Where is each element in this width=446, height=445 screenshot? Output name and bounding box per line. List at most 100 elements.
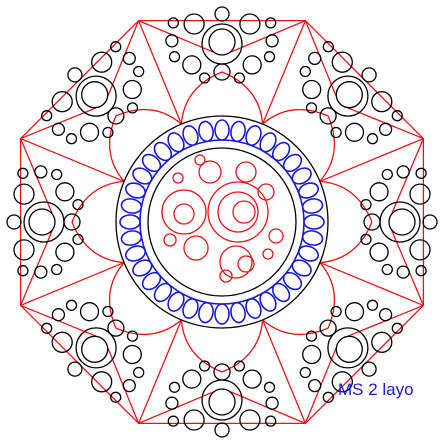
packed-circle [416, 168, 426, 178]
petal-arc [110, 263, 125, 329]
packed-circle [266, 416, 276, 426]
caption-label: MS 2 layo [338, 380, 446, 400]
packed-circle [52, 265, 62, 275]
middle-ring [116, 116, 328, 328]
packed-circle [380, 123, 392, 135]
packed-circle [346, 123, 364, 141]
packed-circle [266, 397, 278, 409]
packed-circle [240, 410, 260, 430]
petal-arc [320, 116, 335, 181]
packed-circle [382, 170, 392, 180]
packed-circle [307, 331, 317, 341]
packed-circle-large [380, 202, 420, 242]
chain-link [120, 229, 142, 246]
chain-link [269, 139, 293, 163]
packed-circle [67, 300, 77, 310]
packed-circle [332, 52, 352, 72]
inner-boundary [148, 148, 296, 296]
packed-circle [128, 103, 138, 113]
packed-circle [184, 14, 204, 34]
packed-circle [103, 128, 113, 138]
packed-circle [68, 362, 82, 376]
packed-circle [309, 52, 321, 64]
packed-circle [123, 52, 135, 64]
packed-circle [243, 370, 261, 388]
packed-circle [134, 67, 144, 77]
packed-circle [382, 265, 392, 275]
packed-circle [266, 18, 276, 28]
packed-circle [18, 266, 28, 276]
packed-circle [14, 184, 34, 204]
packed-circle-inner [209, 29, 235, 55]
packed-circle [423, 215, 437, 229]
packed-circle [35, 166, 47, 178]
packed-circle [372, 332, 392, 352]
packed-circle [331, 128, 341, 138]
chain-link [280, 269, 304, 293]
packed-circle [266, 35, 278, 47]
packed-circle-inner [389, 209, 415, 235]
inner-circle [269, 229, 283, 243]
chain-link [302, 229, 324, 246]
inner-circle [173, 173, 183, 183]
chain-link [197, 120, 214, 142]
packed-circle [362, 68, 376, 82]
packed-circle [81, 123, 99, 141]
inner-circle [184, 236, 208, 260]
packed-circle [331, 307, 341, 317]
packed-circle [52, 123, 64, 135]
packed-circle-inner [209, 389, 235, 415]
chain-link [269, 280, 293, 304]
packed-circle [128, 331, 138, 341]
inner-circle [236, 162, 256, 182]
chain-link [215, 120, 229, 140]
packed-circle-large [24, 202, 64, 242]
packed-circle [183, 56, 201, 74]
packed-circle [370, 243, 388, 261]
packed-circle [168, 18, 178, 28]
packed-circle [134, 368, 144, 378]
inner-circle [162, 190, 206, 234]
petal-arc [116, 320, 181, 335]
packed-circle-large [202, 24, 242, 64]
packed-circle-large [202, 380, 242, 420]
packed-circle [14, 240, 34, 260]
inner-circle [174, 204, 194, 224]
packed-circle [81, 303, 99, 321]
packed-circle [68, 68, 82, 82]
packed-circle [166, 397, 178, 409]
packed-circle [410, 240, 430, 260]
packed-circle [370, 183, 388, 201]
packed-circle [372, 92, 392, 112]
chain-link [215, 304, 229, 324]
packed-circle [92, 52, 112, 72]
packed-circle [215, 7, 229, 21]
packed-circle [410, 184, 430, 204]
packed-circle [307, 103, 317, 113]
packed-circle-inner [336, 82, 362, 108]
packed-circle [123, 81, 141, 99]
inner-circle [263, 249, 273, 259]
packed-circle [184, 410, 204, 430]
packed-circle [303, 346, 321, 364]
chain-link [120, 215, 140, 229]
packed-circle [368, 134, 378, 144]
inner-circle [233, 201, 255, 223]
packed-circle [170, 52, 180, 62]
chain-link [229, 302, 246, 324]
chain-link [139, 151, 163, 175]
packed-circle [56, 183, 74, 201]
packed-circle [265, 52, 275, 62]
packed-circles [7, 7, 437, 437]
packed-circle [416, 266, 426, 276]
packed-circle [397, 166, 409, 178]
chain-link [229, 120, 246, 142]
packed-circle [123, 346, 141, 364]
packed-circle-inner [82, 82, 108, 108]
chain-link [139, 269, 163, 293]
packed-circle [168, 416, 178, 426]
petal-arc [263, 110, 329, 125]
octagon-outline [21, 21, 424, 424]
packed-circle-inner [336, 336, 362, 362]
